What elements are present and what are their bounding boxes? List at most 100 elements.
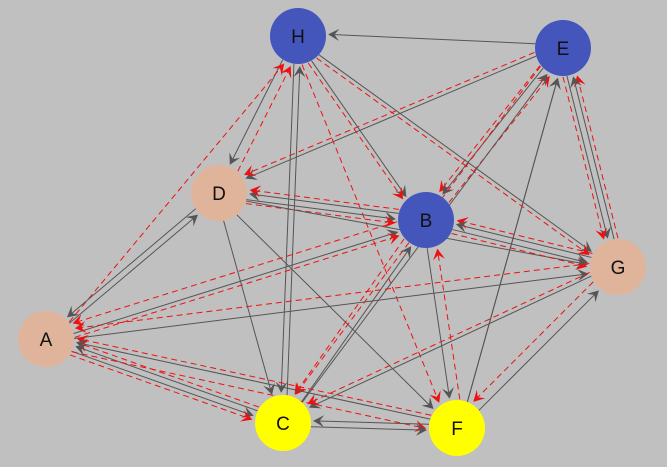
edge-line	[461, 225, 592, 258]
edge-arrowhead	[391, 186, 404, 200]
edge-line	[73, 233, 393, 334]
node-C[interactable]: C	[255, 395, 311, 451]
node-E[interactable]: E	[535, 20, 591, 76]
edge-A-B-dashed	[74, 233, 400, 338]
node-circle	[191, 165, 247, 221]
edge-line	[71, 208, 196, 314]
edge-arrowhead	[549, 77, 561, 90]
edges-layer	[66, 28, 619, 436]
edge-B-F-solid	[426, 248, 454, 399]
edge-F-E-solid	[466, 77, 561, 402]
edge-line	[452, 229, 583, 262]
edge-arrowhead	[75, 344, 88, 356]
edge-arrowhead	[383, 215, 396, 228]
edge-F-A-solid	[75, 338, 431, 420]
edge-line	[448, 80, 547, 203]
edge-H-F-dashed	[301, 64, 441, 403]
edge-line	[80, 263, 590, 329]
edge-arrowhead	[433, 248, 445, 261]
edge-line	[82, 343, 260, 408]
edge-arrowhead	[442, 387, 454, 399]
edge-A-G-solid	[74, 269, 589, 339]
edge-arrowhead	[263, 382, 275, 395]
edge-line	[310, 426, 421, 431]
node-D[interactable]: D	[191, 165, 247, 221]
edge-B-C-dashed	[294, 238, 405, 395]
edge-arrowhead	[294, 381, 306, 395]
edge-line	[255, 190, 400, 210]
edge-D-A-solid	[66, 208, 196, 318]
node-G[interactable]: G	[590, 239, 646, 295]
edge-line	[223, 220, 271, 390]
edge-line	[445, 67, 544, 191]
edge-line	[74, 236, 394, 338]
node-label: E	[557, 39, 570, 60]
edge-line	[237, 71, 289, 172]
edge-line	[286, 72, 301, 396]
node-A[interactable]: A	[18, 311, 74, 367]
edge-C-A-dashed	[76, 340, 260, 408]
edge-line	[319, 420, 430, 425]
edge-arrowhead	[455, 221, 468, 233]
node-label: B	[420, 211, 433, 232]
edge-E-H-solid	[328, 28, 536, 45]
edge-line	[74, 273, 583, 339]
edge-line	[462, 221, 593, 255]
edge-line	[246, 199, 390, 219]
edge-line	[82, 339, 432, 416]
node-circle	[535, 20, 591, 76]
node-label: D	[212, 184, 226, 205]
node-circle	[429, 400, 485, 456]
edge-line	[78, 221, 398, 323]
node-circle	[18, 311, 74, 367]
edge-arrowhead	[429, 390, 441, 403]
edge-arrowhead	[240, 410, 253, 422]
edge-G-A-dashed	[74, 263, 590, 333]
edge-arrowhead	[576, 269, 589, 282]
node-label: C	[276, 414, 290, 435]
edge-C-A-solid	[75, 344, 258, 412]
edge-arrowhead	[185, 214, 199, 227]
edge-B-G-solid	[452, 229, 589, 266]
edge-line	[236, 214, 430, 406]
node-B[interactable]: B	[398, 192, 454, 248]
edge-D-H-dashed	[237, 65, 292, 172]
edge-line	[477, 281, 594, 398]
edge-arrowhead	[570, 76, 582, 89]
edge-arrowhead	[538, 75, 550, 89]
node-circle	[590, 239, 646, 295]
edge-E-G-solid	[566, 75, 611, 239]
edge-arrowhead	[395, 184, 407, 198]
edge-H-C-solid	[275, 63, 295, 393]
edge-arrowhead	[66, 305, 80, 318]
edge-C-B-solid	[301, 246, 412, 403]
edge-arrowhead	[75, 338, 88, 351]
edge-B-A-dashed	[72, 221, 398, 326]
edge-G-F-dashed	[473, 281, 594, 402]
edge-line	[451, 232, 582, 266]
edge-arrowhead	[293, 66, 306, 78]
edge-A-C-dashed	[69, 354, 253, 422]
edge-line	[334, 34, 536, 45]
node-H[interactable]: H	[270, 8, 326, 64]
edge-arrowhead	[384, 211, 396, 224]
edge-D-B-dashed	[245, 203, 396, 228]
edge-H-G-solid	[318, 54, 592, 252]
edge-arrowhead	[72, 314, 85, 326]
edge-C-F-solid	[310, 423, 427, 436]
edge-line	[255, 194, 399, 214]
edge-arrowhead	[442, 182, 454, 195]
edge-F-C-solid	[313, 415, 430, 428]
edge-arrowhead	[573, 75, 586, 88]
edge-line	[312, 272, 590, 402]
edge-E-B-dashed	[439, 65, 541, 193]
edge-G-C-dashed	[307, 272, 590, 405]
edge-arrowhead	[473, 389, 486, 402]
edge-B-E-dashed	[448, 75, 550, 203]
edge-H-B-dashed	[307, 62, 404, 200]
edge-line	[478, 294, 596, 411]
node-F[interactable]: F	[429, 400, 485, 456]
edge-line	[80, 347, 258, 412]
edge-line	[426, 248, 450, 393]
